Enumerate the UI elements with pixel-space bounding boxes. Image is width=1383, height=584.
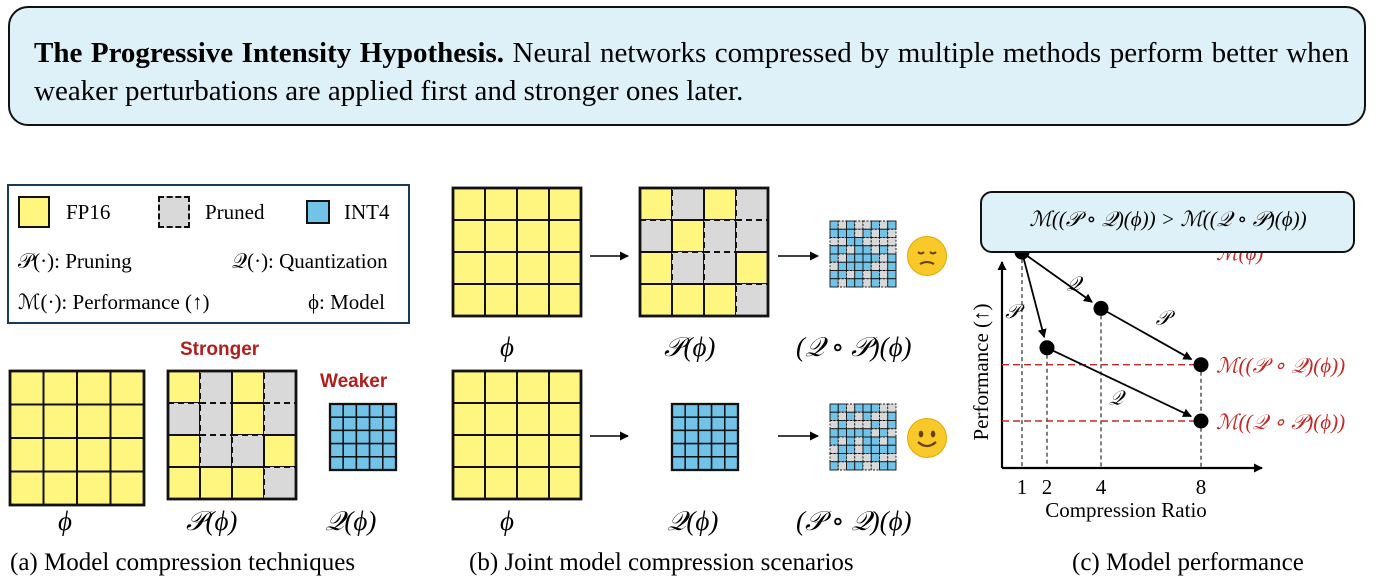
pruned-phi-label-b: 𝒫(ϕ) <box>664 332 716 362</box>
pruned-grid-b <box>638 186 770 318</box>
edge-label: 𝒬 <box>1109 387 1127 409</box>
int4-swatch <box>306 200 330 224</box>
int4-grid-a <box>328 402 398 472</box>
pruned-swatch <box>158 196 190 228</box>
p-of-q-grid <box>829 403 897 471</box>
phi-label-b-top: ϕ <box>500 332 514 362</box>
fp16-grid-b-bottom <box>451 369 583 501</box>
hypothesis-title: The Progressive Intensity Hypothesis. <box>34 37 504 69</box>
q-of-p-label: (𝒬 ∘ 𝒫)(ϕ) <box>796 332 912 362</box>
legend-pruned-label: Pruned <box>205 200 265 224</box>
legend-quantization: 𝒬(·): Quantization <box>232 249 388 273</box>
legend-box <box>7 184 410 324</box>
series-edge <box>1100 307 1193 361</box>
x-tick-label: 1 <box>1017 475 1028 499</box>
pruned-grid-a <box>166 369 298 501</box>
series-edge <box>1046 346 1192 418</box>
phi-label-b-bottom: ϕ <box>500 506 514 536</box>
inequality-box <box>980 191 1355 253</box>
caption-c: (c) Model performance <box>1072 549 1304 576</box>
x-tick-label: 4 <box>1096 475 1107 499</box>
reference-label: ℳ((𝒬 ∘ 𝒫)(ϕ)) <box>1216 410 1345 434</box>
series-edge <box>1021 251 1093 303</box>
quantized-phi-label-a: 𝒬(ϕ) <box>325 506 377 536</box>
data-point <box>1039 340 1055 356</box>
legend-fp16-label: FP16 <box>66 200 111 224</box>
fp16-grid-a <box>8 369 146 507</box>
p-of-q-label: (𝒫 ∘ 𝒬)(ϕ) <box>796 506 912 536</box>
legend-int4-label: INT4 <box>344 200 390 224</box>
legend-model: ϕ: Model <box>308 290 385 314</box>
hypothesis-box <box>8 6 1366 126</box>
fp16-swatch <box>18 196 50 228</box>
q-of-p-grid <box>829 220 897 288</box>
hypothesis-body: Neural networks compressed by multiple m… <box>34 37 1350 107</box>
phi-label-a: ϕ <box>58 506 72 536</box>
int4-grid-b <box>670 402 740 472</box>
fp16-grid-b-top <box>451 186 583 318</box>
edge-label: 𝒫 <box>1156 308 1176 330</box>
caption-b: (b) Joint model compression scenarios <box>469 549 854 576</box>
inequality-text: ℳ((𝒫 ∘ 𝒬)(ϕ)) > ℳ((𝒬 ∘ 𝒫)(ϕ)) <box>1029 207 1307 231</box>
pruned-phi-label-a: 𝒫(ϕ) <box>186 506 238 536</box>
sad-face-glyph <box>917 251 937 265</box>
quantized-phi-label-b: 𝒬(ϕ) <box>667 506 719 536</box>
sad-face-icon <box>907 236 947 276</box>
legend-performance: ℳ(·): Performance (↑) <box>18 290 210 314</box>
legend-pruning: 𝒫(·): Pruning <box>18 249 132 273</box>
data-point <box>1093 300 1109 316</box>
smiling-face-icon <box>907 418 947 458</box>
caption-a: (a) Model compression techniques <box>10 549 356 576</box>
x-tick-label: 8 <box>1196 475 1207 499</box>
data-point <box>1193 357 1209 373</box>
data-point <box>1193 413 1209 429</box>
smiling-face-glyph <box>917 430 937 448</box>
x-axis-title: Compression Ratio <box>1045 498 1207 522</box>
reference-label: ℳ((𝒫 ∘ 𝒬)(ϕ)) <box>1216 354 1345 378</box>
stronger-label: Stronger <box>180 339 260 360</box>
hypothesis-text: The Progressive Intensity Hypothesis. Ne… <box>34 34 1349 110</box>
series-edge <box>1021 251 1047 339</box>
y-axis-title: Performance (↑) <box>969 303 993 440</box>
edge-label: 𝒬 <box>1066 273 1084 295</box>
flow-arrows <box>590 251 819 441</box>
weaker-label: Weaker <box>320 371 388 392</box>
x-tick-label: 2 <box>1042 475 1053 499</box>
